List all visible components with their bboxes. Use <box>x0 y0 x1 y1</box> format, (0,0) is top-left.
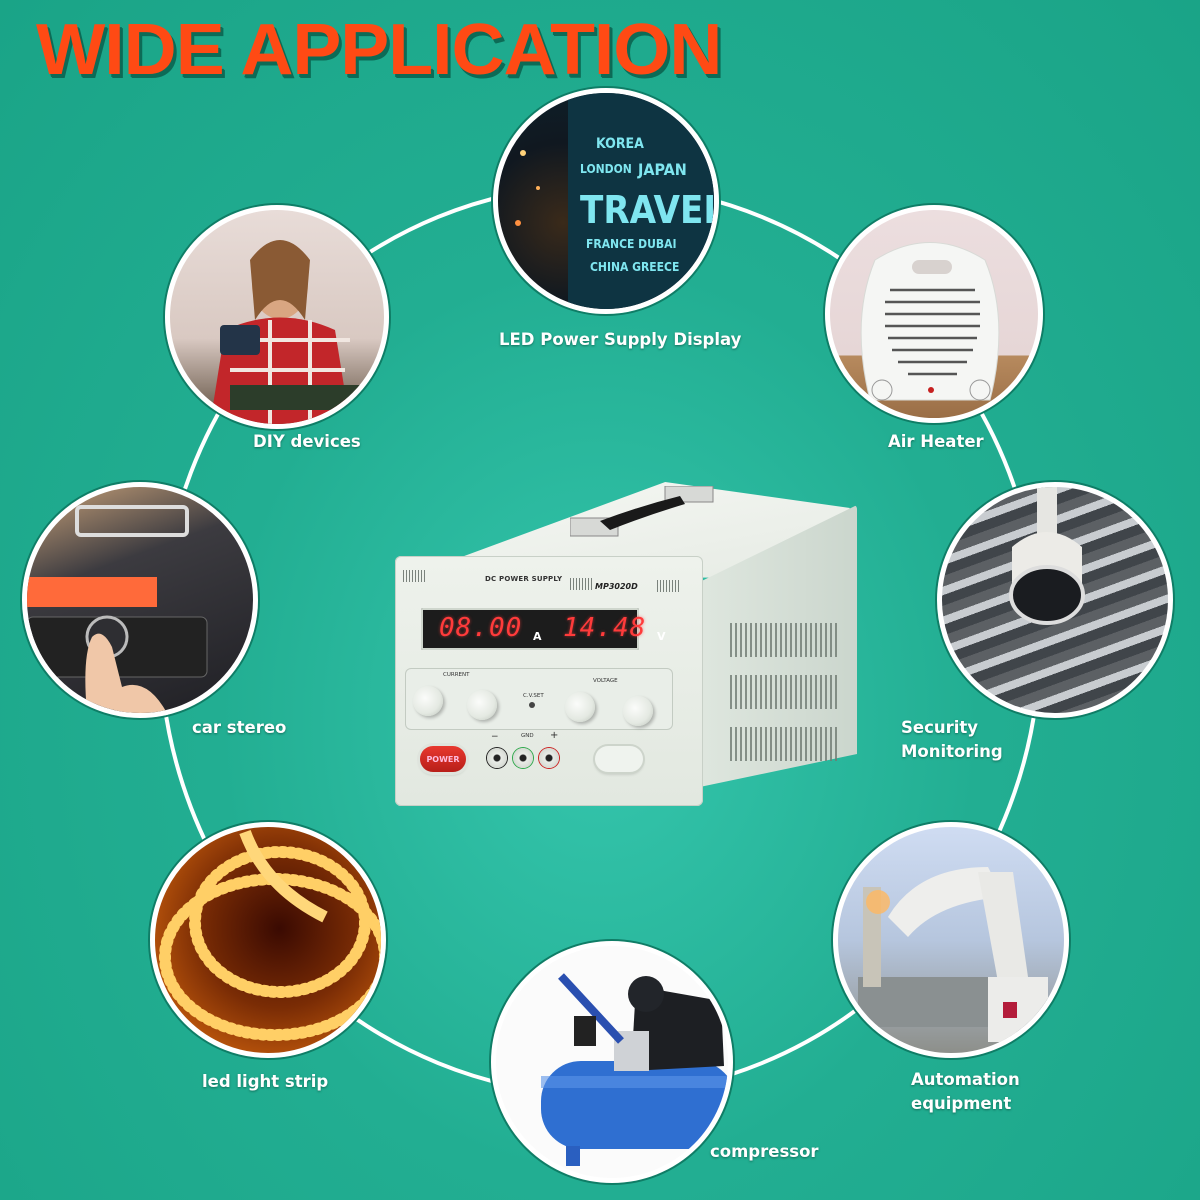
svg-text:KOREA: KOREA <box>596 136 644 152</box>
headline: WIDE APPLICATION <box>36 10 722 90</box>
blank-switch <box>595 746 643 772</box>
person-soldering-icon <box>210 240 360 424</box>
app-label-air-heater: Air Heater <box>888 432 984 451</box>
led-strip-icon <box>159 829 381 1041</box>
power-button[interactable]: POWER <box>420 746 466 772</box>
current-fine-knob[interactable] <box>467 690 497 720</box>
ground-terminal[interactable] <box>513 748 533 768</box>
voltage-group-label: VOLTAGE <box>593 678 618 684</box>
app-label-led-display: LED Power Supply Display <box>499 330 742 349</box>
app-label-compressor: compressor <box>710 1142 819 1161</box>
car-stereo-icon <box>27 505 208 713</box>
app-label-security: Security Monitoring <box>901 718 1003 761</box>
current-group-label: CURRENT <box>443 672 470 678</box>
svg-text:JAPAN: JAPAN <box>637 160 687 179</box>
app-image-led-strip <box>150 822 386 1058</box>
compressor-icon <box>541 973 728 1166</box>
carry-handle-icon <box>570 486 714 537</box>
robot-arm-icon <box>858 867 1048 1042</box>
product-name-label: DC POWER SUPPLY <box>485 575 563 583</box>
plus-label: + <box>550 730 559 741</box>
app-image-car-stereo <box>22 482 258 718</box>
app-image-security <box>937 482 1173 718</box>
side-vents <box>730 623 840 779</box>
voltage-unit: V <box>657 630 666 643</box>
svg-text:LONDON: LONDON <box>580 162 632 176</box>
model-label: MP3020D <box>595 582 638 591</box>
app-label-diy: DIY devices <box>253 432 361 451</box>
app-image-compressor <box>491 941 733 1183</box>
voltage-fine-knob[interactable] <box>623 696 653 726</box>
dc-power-supply: DC POWER SUPPLY MP3020D 08.00 A 14.48 V … <box>395 478 865 808</box>
control-panel: CURRENT C.V.SET VOLTAGE <box>405 668 673 730</box>
voltage-coarse-knob[interactable] <box>565 692 595 722</box>
front-grille <box>570 578 592 590</box>
minus-label: − <box>491 732 499 742</box>
heater-icon <box>860 242 1000 401</box>
front-grille <box>657 580 679 592</box>
cv-set-indicator <box>529 702 535 708</box>
app-image-air-heater <box>825 205 1043 423</box>
app-image-diy <box>165 205 389 429</box>
current-coarse-knob[interactable] <box>413 686 443 716</box>
svg-text:CHINA GREECE: CHINA GREECE <box>590 260 679 274</box>
led-display: 08.00 A 14.48 V <box>421 608 666 650</box>
psu-front-panel: DC POWER SUPPLY MP3020D 08.00 A 14.48 V … <box>395 556 703 806</box>
gnd-label: GND <box>521 733 534 739</box>
svg-text:FRANCE DUBAI: FRANCE DUBAI <box>586 237 676 251</box>
svg-text:TRAVEL: TRAVEL <box>580 188 714 232</box>
app-label-led-strip: led light strip <box>202 1072 329 1091</box>
led-sign-icon: KOREA LONDON JAPAN TRAVEL FRANCE DUBAI C… <box>515 93 714 309</box>
voltage-reading: 14.48 <box>563 613 647 643</box>
positive-terminal[interactable] <box>539 748 559 768</box>
app-label-car-stereo: car stereo <box>192 718 287 737</box>
app-image-automation <box>833 822 1069 1058</box>
security-camera-icon <box>1009 487 1085 625</box>
app-image-led-display: KOREA LONDON JAPAN TRAVEL FRANCE DUBAI C… <box>493 88 719 314</box>
current-reading: 08.00 <box>439 613 523 643</box>
current-unit: A <box>533 630 542 643</box>
front-grille <box>403 570 425 582</box>
negative-terminal[interactable] <box>487 748 507 768</box>
app-label-automation: Automation equipment <box>911 1070 1020 1113</box>
cv-set-label: C.V.SET <box>523 693 544 699</box>
